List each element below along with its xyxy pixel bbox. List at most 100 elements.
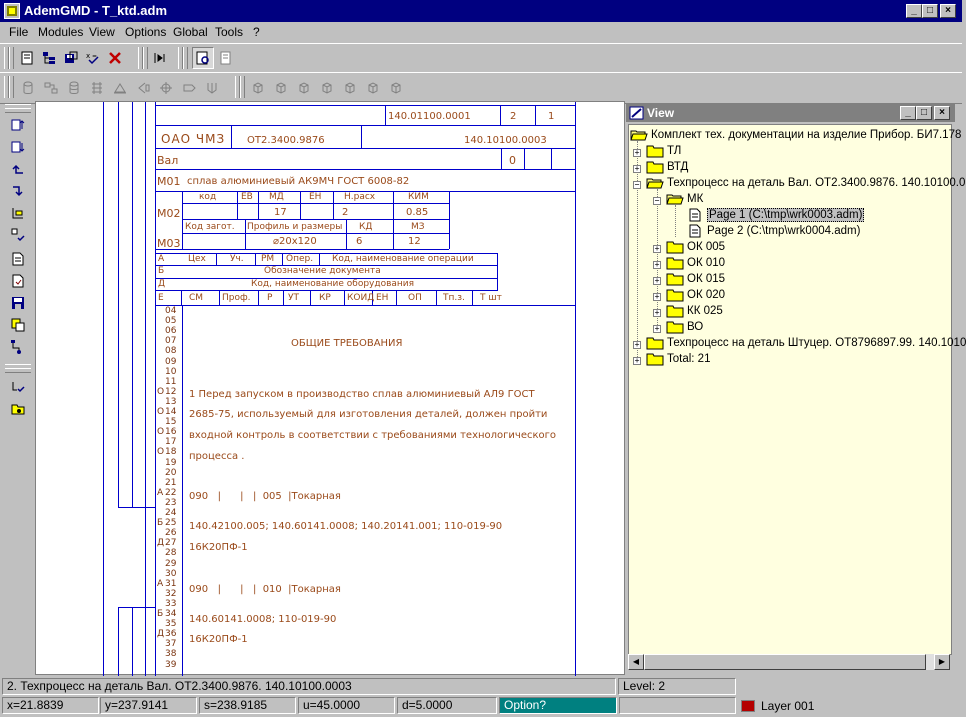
zoom-page-icon[interactable] bbox=[192, 47, 214, 69]
tree-node[interactable]: ОК 005 bbox=[666, 239, 725, 255]
toolbar-grip[interactable] bbox=[235, 76, 240, 98]
disabled-tool-icon[interactable] bbox=[17, 77, 39, 99]
toolbar-grip[interactable] bbox=[9, 76, 14, 98]
disabled-tool-icon[interactable] bbox=[132, 77, 154, 99]
toolbar-grip[interactable] bbox=[240, 76, 245, 98]
xyz-icon[interactable]: x= bbox=[82, 47, 104, 69]
expand-toggle[interactable]: + bbox=[633, 356, 641, 365]
disabled-tool-icon[interactable] bbox=[109, 77, 131, 99]
cube-view-icon[interactable] bbox=[247, 77, 269, 99]
properties-icon[interactable] bbox=[7, 270, 29, 292]
scroll-left-button[interactable]: ◀ bbox=[628, 654, 644, 670]
expand-toggle[interactable]: + bbox=[653, 292, 661, 301]
arrow-right-icon[interactable] bbox=[7, 180, 29, 202]
open-folder-icon[interactable] bbox=[7, 398, 29, 420]
tree-node[interactable]: МК bbox=[666, 191, 703, 207]
link-check-icon[interactable] bbox=[7, 224, 29, 246]
disabled-tool-icon[interactable] bbox=[86, 77, 108, 99]
expand-toggle[interactable]: + bbox=[653, 308, 661, 317]
tree-node[interactable]: КК 025 bbox=[666, 303, 723, 319]
insert-row-down-icon[interactable] bbox=[7, 136, 29, 158]
tree-node-root[interactable]: Комплект тех. документации на изделие Пр… bbox=[630, 127, 961, 143]
menu-file[interactable]: File bbox=[9, 25, 29, 39]
insert-row-up-icon[interactable] bbox=[7, 114, 29, 136]
menu-options[interactable]: Options bbox=[125, 25, 167, 39]
disabled-tool-icon[interactable] bbox=[155, 77, 177, 99]
expand-toggle[interactable]: + bbox=[653, 276, 661, 285]
layer-color-swatch[interactable] bbox=[741, 700, 755, 712]
toolbar-grip[interactable] bbox=[5, 108, 31, 113]
option-prompt[interactable]: Option? bbox=[499, 697, 617, 714]
expand-toggle[interactable]: + bbox=[633, 148, 641, 157]
tree-node[interactable]: ТЛ bbox=[646, 143, 681, 159]
disabled-tool-icon[interactable] bbox=[178, 77, 200, 99]
disabled-tool-icon[interactable] bbox=[63, 77, 85, 99]
expand-toggle[interactable]: + bbox=[633, 340, 641, 349]
save-icon[interactable] bbox=[7, 292, 29, 314]
cube-view-icon[interactable] bbox=[385, 77, 407, 99]
step-icon[interactable] bbox=[149, 47, 171, 69]
tree-node[interactable]: ВО bbox=[666, 319, 703, 335]
cube-view-icon[interactable] bbox=[316, 77, 338, 99]
toolbar-grip[interactable] bbox=[4, 76, 9, 98]
maximize-button[interactable]: □ bbox=[922, 4, 938, 18]
disabled-tool-icon[interactable] bbox=[40, 77, 62, 99]
expand-toggle[interactable]: + bbox=[633, 164, 641, 173]
tree-node[interactable]: ОК 020 bbox=[666, 287, 725, 303]
expand-toggle[interactable]: + bbox=[653, 260, 661, 269]
document-tree[interactable]: Комплект тех. документации на изделие Пр… bbox=[628, 124, 966, 655]
collapse-toggle[interactable]: − bbox=[653, 196, 661, 205]
view-close-button[interactable]: × bbox=[934, 106, 950, 120]
save-as-icon[interactable] bbox=[60, 47, 82, 69]
document-icon[interactable] bbox=[7, 248, 29, 270]
tree-node[interactable]: Техпроцесс на деталь Вал. ОТ2.3400.9876.… bbox=[646, 175, 965, 191]
tree-node[interactable]: Total: 21 bbox=[646, 351, 710, 367]
cube-view-icon[interactable] bbox=[339, 77, 361, 99]
new-doc-icon[interactable] bbox=[16, 47, 38, 69]
tree-node-page[interactable]: Page 1 (C:\tmp\wrk0003.adm) bbox=[687, 207, 865, 223]
toolbar-grip[interactable] bbox=[9, 47, 14, 69]
cube-view-icon[interactable] bbox=[270, 77, 292, 99]
view-minimize-button[interactable]: _ bbox=[900, 106, 916, 120]
tree-node[interactable]: ВТД bbox=[646, 159, 688, 175]
menu-tools[interactable]: Tools bbox=[215, 25, 244, 39]
drawing-canvas[interactable]: 140.01100.0001 2 1 ОАО ЧМЗ ОТ2.3400.9876… bbox=[35, 101, 625, 676]
expand-toggle[interactable]: + bbox=[653, 324, 661, 333]
app-icon[interactable] bbox=[4, 3, 20, 19]
tree-icon[interactable] bbox=[38, 47, 60, 69]
disabled-tool-icon[interactable] bbox=[201, 77, 223, 99]
arrow-left-icon[interactable] bbox=[7, 158, 29, 180]
menu-global[interactable]: Global bbox=[173, 25, 208, 39]
cube-view-icon[interactable] bbox=[362, 77, 384, 99]
tree-node[interactable]: ОК 015 bbox=[666, 271, 725, 287]
horizontal-scrollbar[interactable]: ◀ ▶ bbox=[628, 654, 950, 670]
menu-modules[interactable]: Modules bbox=[38, 25, 84, 39]
cube-view-icon[interactable] bbox=[293, 77, 315, 99]
page-copy-icon[interactable] bbox=[215, 47, 237, 69]
copy-icon[interactable] bbox=[7, 314, 29, 336]
close-button[interactable]: × bbox=[940, 4, 956, 18]
toolbar-grip[interactable] bbox=[138, 47, 143, 69]
tree-node-page[interactable]: Page 2 (C:\tmp\wrk0004.adm) bbox=[687, 223, 860, 239]
connect-icon[interactable] bbox=[7, 336, 29, 358]
tree-node[interactable]: Техпроцесс на деталь Штуцер. ОТ8796897.9… bbox=[646, 335, 966, 351]
expand-toggle[interactable]: + bbox=[653, 244, 661, 253]
view-maximize-button[interactable]: □ bbox=[916, 106, 932, 120]
indent-icon[interactable] bbox=[7, 202, 29, 224]
menu-help[interactable]: ? bbox=[253, 25, 260, 39]
scroll-right-button[interactable]: ▶ bbox=[934, 654, 950, 670]
collapse-toggle[interactable]: − bbox=[633, 180, 641, 189]
toolbar-grip[interactable] bbox=[178, 47, 183, 69]
toolbar-grip[interactable] bbox=[183, 47, 188, 69]
frame-line bbox=[245, 219, 246, 249]
scroll-thumb[interactable] bbox=[644, 654, 926, 670]
tree-node[interactable]: ОК 010 bbox=[666, 255, 725, 271]
toolbar-grip[interactable] bbox=[143, 47, 148, 69]
toolbar-grip[interactable] bbox=[4, 47, 9, 69]
toolbar-grip[interactable] bbox=[5, 368, 31, 373]
menu-view[interactable]: View bbox=[89, 25, 115, 39]
delete-icon[interactable] bbox=[104, 47, 126, 69]
minimize-button[interactable]: _ bbox=[906, 4, 922, 18]
m03-label: М03 bbox=[157, 237, 181, 250]
check-tree-icon[interactable] bbox=[7, 376, 29, 398]
